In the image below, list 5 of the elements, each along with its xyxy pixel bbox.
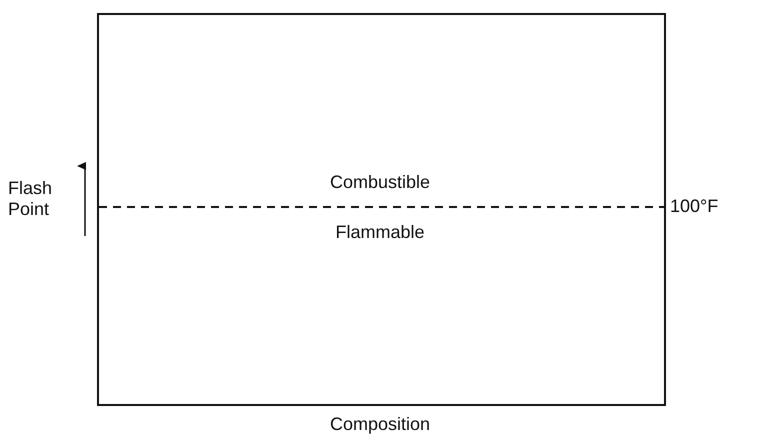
region-label: Combustible [330, 172, 430, 193]
axis-label: Composition [330, 414, 430, 435]
region-label: Flammable [335, 222, 425, 243]
axis-label: Flash Point [8, 178, 54, 220]
threshold-value: 100°F [670, 196, 718, 217]
